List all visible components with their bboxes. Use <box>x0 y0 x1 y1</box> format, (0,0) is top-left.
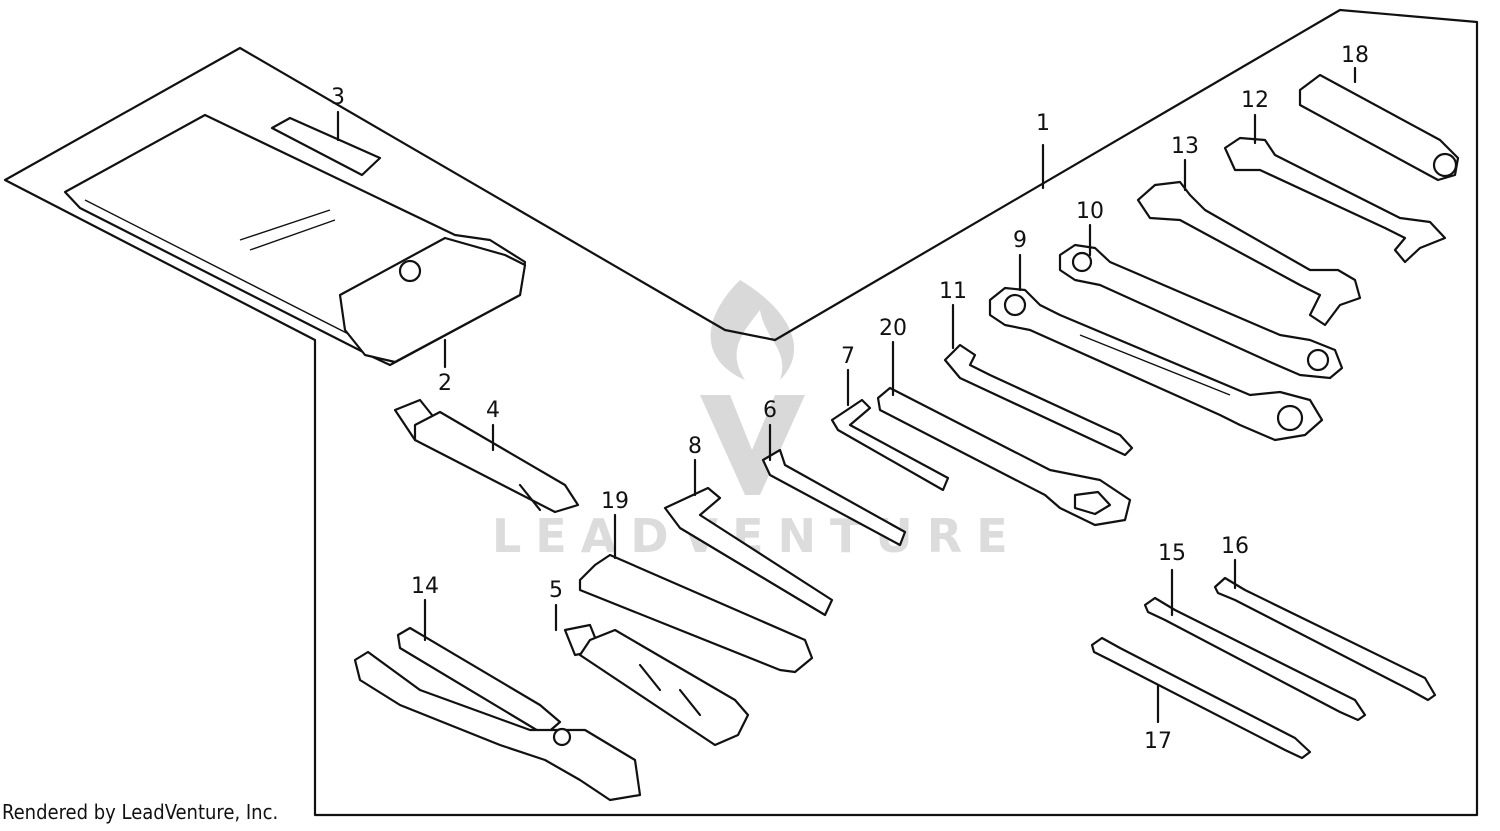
plug-wrench <box>393 398 580 514</box>
screwdriver-16 <box>1213 576 1437 702</box>
wrench-11 <box>943 343 1134 457</box>
leader-lines <box>336 66 1357 724</box>
callout-7: 7 <box>841 344 855 369</box>
box-wrench-20 <box>876 386 1132 527</box>
callout-2: 2 <box>438 371 452 396</box>
callout-3: 3 <box>331 85 345 110</box>
callout-5: 5 <box>549 578 563 603</box>
screwdriver-17 <box>1090 636 1312 760</box>
callout-15: 15 <box>1158 541 1186 566</box>
callout-16: 16 <box>1221 534 1249 559</box>
tool-bag-tag <box>270 116 382 177</box>
kit-outline <box>3 8 1479 817</box>
callout-11: 11 <box>939 279 967 304</box>
callout-4: 4 <box>486 398 500 423</box>
wrench-10 <box>1058 243 1344 380</box>
callout-13: 13 <box>1171 134 1199 159</box>
callout-14: 14 <box>411 574 439 599</box>
plug-wrench-handle <box>563 623 750 747</box>
footer-credit: Rendered by LeadVenture, Inc. <box>2 800 279 824</box>
callout-10: 10 <box>1076 199 1104 224</box>
hex-key-6 <box>761 448 907 547</box>
callouts: 1 2 3 4 5 6 7 8 9 10 11 12 13 14 15 16 1… <box>331 43 1369 754</box>
callout-12: 12 <box>1241 88 1269 113</box>
tool-bag <box>63 113 527 367</box>
hex-bar-19 <box>578 553 814 674</box>
callout-17: 17 <box>1144 729 1172 754</box>
callout-19: 19 <box>601 489 629 514</box>
socket-18 <box>1298 73 1460 182</box>
wrench-12 <box>1223 136 1447 264</box>
callout-18: 18 <box>1341 43 1369 68</box>
callout-20: 20 <box>879 316 907 341</box>
wrench-13 <box>1136 180 1362 327</box>
hex-key-8 <box>663 486 834 617</box>
screwdriver-15 <box>1143 596 1367 722</box>
callout-6: 6 <box>763 398 777 423</box>
callout-9: 9 <box>1013 228 1027 253</box>
callout-1: 1 <box>1036 111 1050 136</box>
callout-8: 8 <box>688 434 702 459</box>
wrench-9 <box>988 286 1324 442</box>
hex-key-7 <box>830 398 950 492</box>
pliers <box>353 626 642 802</box>
